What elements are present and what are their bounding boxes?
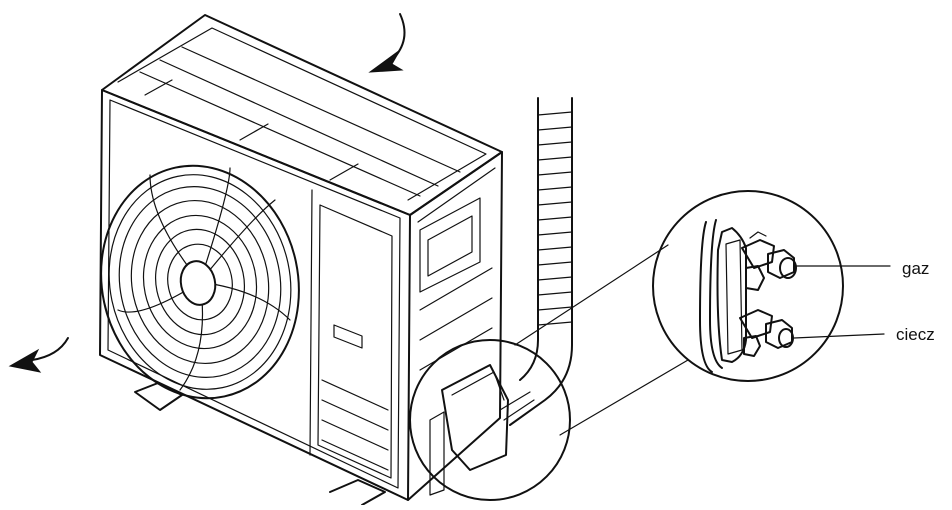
liquid-valve (739, 309, 794, 357)
liquid-leader-line (793, 333, 885, 339)
unit-side (407, 151, 503, 501)
valve-detail (699, 219, 797, 373)
fan-hub (179, 260, 217, 306)
foot-right (329, 479, 386, 506)
detail-circle-large (652, 190, 844, 382)
side-panel (419, 197, 493, 371)
gas-label: gaz (902, 259, 930, 278)
curved-arrow-icon (368, 13, 406, 73)
outdoor-unit (99, 14, 509, 506)
liquid-label: ciecz (896, 325, 935, 344)
front-louvers (317, 204, 393, 479)
detail-circle-small (409, 339, 571, 501)
magnifier-connector-lower (559, 359, 689, 436)
foot-left (134, 382, 183, 411)
valve-cover (429, 364, 509, 496)
fan-grille (100, 164, 300, 400)
pipe-conduit (499, 97, 573, 426)
curved-arrow-icon (8, 337, 69, 373)
magnifier-connector-upper (514, 244, 669, 346)
gas-valve (741, 231, 797, 291)
